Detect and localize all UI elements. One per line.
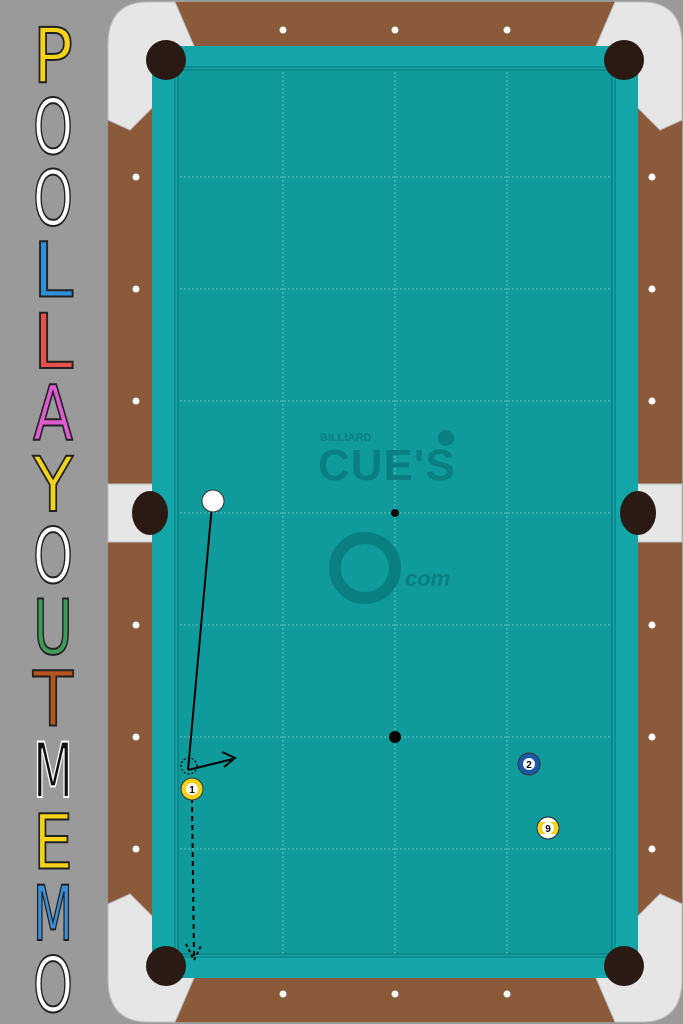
diamond-16: [648, 733, 656, 741]
diamond-17: [132, 845, 140, 853]
diamond-4: [391, 990, 399, 998]
diamond-6: [503, 990, 511, 998]
diamond-15: [132, 733, 140, 741]
center-spot: [391, 509, 399, 517]
ball-1[interactable]: 1: [180, 777, 204, 801]
diamond-18: [648, 845, 656, 853]
deflection-arrow: [187, 758, 234, 771]
title-letter-7: Y: [32, 440, 73, 529]
title-letter-8: O: [33, 512, 73, 601]
title-letter-2: O: [33, 83, 73, 172]
title-letter-11: M: [33, 726, 73, 815]
shot-lines: [180, 504, 237, 963]
cue-ball[interactable]: [201, 489, 225, 513]
title-letter-14: O: [33, 941, 73, 1024]
watermark-line3: com: [405, 566, 450, 591]
ball-9-label: 9: [545, 824, 551, 835]
rail-diamonds: [132, 26, 656, 998]
cue-path-line: [187, 504, 213, 771]
diamond-9: [132, 285, 140, 293]
pocket-top-left: [146, 40, 186, 80]
ball-2-label: 2: [526, 760, 532, 771]
diamond-1: [279, 26, 287, 34]
title-letter-13: M: [33, 869, 73, 958]
diamond-3: [391, 26, 399, 34]
diamond-14: [648, 621, 656, 629]
diamond-13: [132, 621, 140, 629]
title-letter-10: T: [32, 655, 73, 744]
pocket-bottom-right: [604, 946, 644, 986]
pocket-bottom-left: [146, 946, 186, 986]
watermark-line2: CUE'S: [318, 441, 456, 490]
deflection-arrowhead: [221, 751, 237, 768]
cushion-edges: [174, 66, 616, 958]
watermark-line1: BILLIARD: [320, 432, 371, 444]
ball-1-label: 1: [189, 785, 195, 796]
title-letter-4: L: [33, 226, 73, 315]
watermark-ball-icon: [438, 430, 454, 446]
title-letter-5: L: [33, 297, 73, 386]
title-letter-9: U: [33, 583, 73, 672]
pocket-middle-right: [620, 491, 656, 535]
title-letter-3: O: [33, 154, 73, 243]
title-letter-6: A: [33, 369, 73, 458]
title-letter-12: E: [33, 798, 73, 887]
diamond-8: [648, 173, 656, 181]
diamond-12: [648, 397, 656, 405]
diamond-2: [279, 990, 287, 998]
title-letter-1: P: [33, 11, 73, 100]
pool-table[interactable]: BILLIARD CUE'S com 1 2 9: [107, 0, 683, 1024]
diamond-7: [132, 173, 140, 181]
pockets: [132, 40, 656, 986]
pocket-middle-left: [132, 491, 168, 535]
ball-9[interactable]: 9: [536, 816, 560, 840]
watermark: BILLIARD CUE'S com: [318, 430, 456, 604]
diamond-10: [648, 285, 656, 293]
pocket-top-right: [604, 40, 644, 80]
foot-spot: [389, 731, 401, 743]
ghost-ball: [180, 757, 198, 775]
diamond-5: [503, 26, 511, 34]
diamond-11: [132, 397, 140, 405]
ball-2[interactable]: 2: [517, 752, 541, 776]
